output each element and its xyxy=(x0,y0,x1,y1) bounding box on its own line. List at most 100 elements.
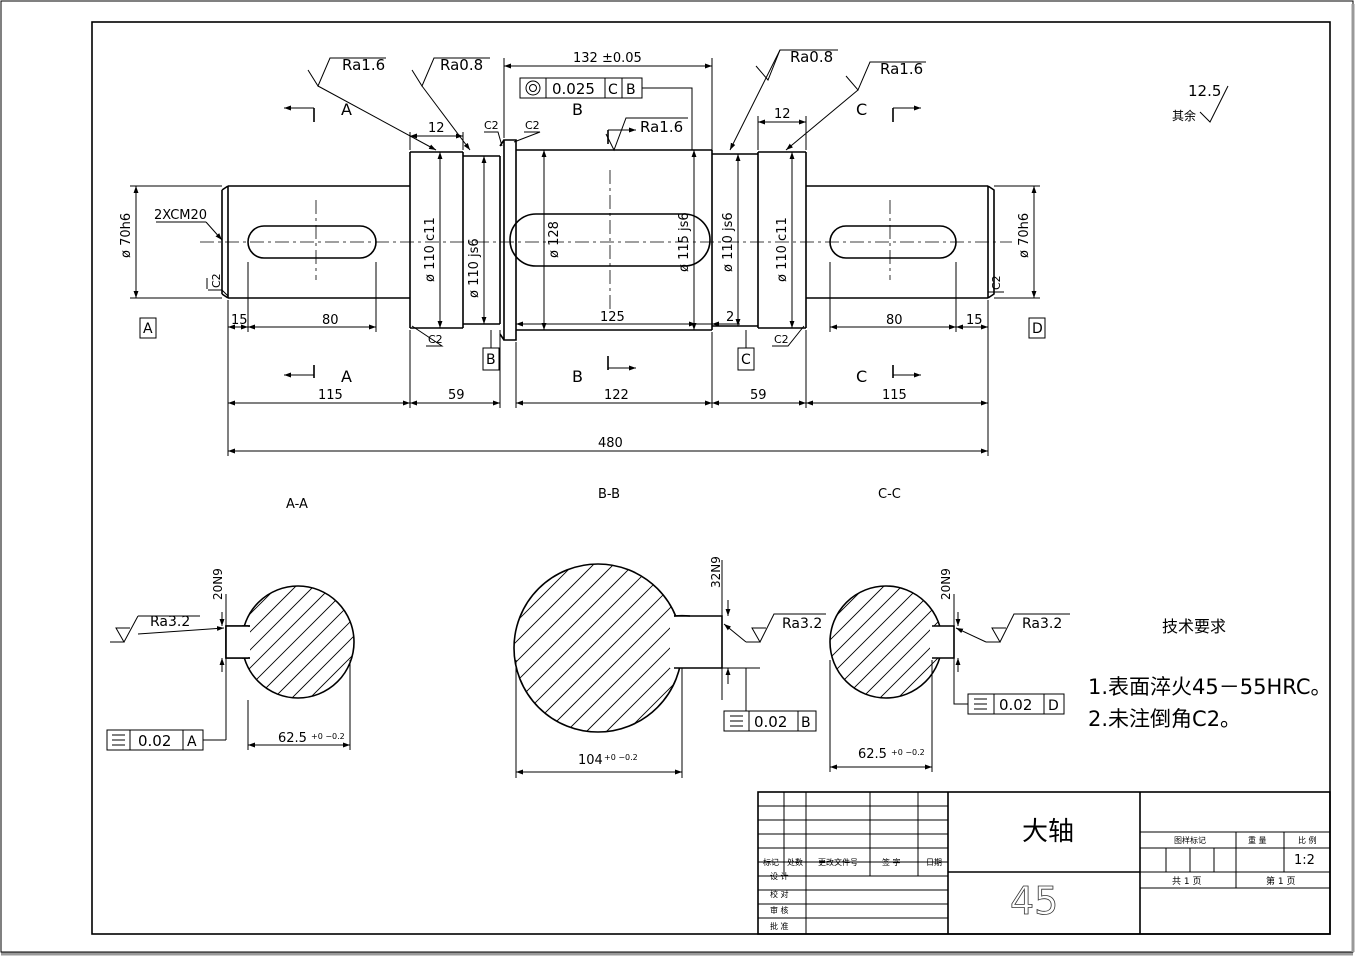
role-check: 校 对 xyxy=(770,889,789,899)
material: 45 xyxy=(1010,879,1058,923)
section-b-keywidth: 32N9 xyxy=(709,556,723,588)
hatch-line xyxy=(830,586,921,698)
section-c-view xyxy=(829,585,1070,772)
hatch-line xyxy=(514,564,515,732)
ra-gear-seat: Ra1.6 xyxy=(640,118,683,136)
datum-a: A xyxy=(143,321,153,337)
rev-col-mark: 标记 xyxy=(763,857,779,867)
hatch-line xyxy=(514,564,635,732)
dim-2: 2 xyxy=(726,310,734,325)
hatch-line xyxy=(565,564,682,732)
center-lines xyxy=(200,170,1012,310)
sheets-total: 共 1 页 xyxy=(1172,876,1201,887)
hatch-line xyxy=(897,586,942,698)
hatch-line xyxy=(545,564,682,732)
dim-115-right: 115 xyxy=(882,388,907,403)
coaxiality-ref-2: B xyxy=(626,82,636,98)
tech-req-line-1: 1.表面淬火45－55HRC。 xyxy=(1088,675,1331,699)
hatch-line xyxy=(273,586,354,698)
datum-d: D xyxy=(1032,321,1043,337)
datum-b: B xyxy=(486,352,496,368)
section-b-label: B-B xyxy=(598,487,620,502)
section-b-roughness: Ra3.2 xyxy=(782,616,822,632)
rev-col-sign: 签 字 xyxy=(882,857,901,867)
hatch-line xyxy=(525,564,682,732)
dim-115-left: 115 xyxy=(318,388,343,403)
hatch-line xyxy=(345,586,354,698)
role-approve: 批 准 xyxy=(770,921,789,931)
hatch-line xyxy=(830,586,885,698)
dim-80-right: 80 xyxy=(886,313,903,328)
title-block xyxy=(757,791,1331,935)
top-dimension-132 xyxy=(503,58,713,150)
section-a-roughness: Ra3.2 xyxy=(150,614,190,630)
chamfer-collar-left: C2 xyxy=(484,119,499,132)
hatch-line xyxy=(514,564,595,732)
header-weight: 重 量 xyxy=(1248,835,1267,845)
hatch-line xyxy=(291,586,354,698)
hatch-line xyxy=(830,586,903,698)
scale-value: 1:2 xyxy=(1294,853,1315,868)
dim-80-left: 80 xyxy=(322,313,339,328)
dia-collar: ø 128 xyxy=(547,221,562,258)
section-b-view xyxy=(513,560,826,778)
tech-req-heading: 技术要求 xyxy=(1162,617,1226,636)
hatch-line xyxy=(861,586,942,698)
tech-req-line-2: 2.未注倒角C2。 xyxy=(1088,707,1241,731)
chamfer-left-end: C2 xyxy=(210,273,223,288)
roughness-symbols-top xyxy=(307,49,1229,152)
dim-15-left: 15 xyxy=(231,313,248,328)
chamfer-collar-right: C2 xyxy=(525,119,540,132)
hatch-line xyxy=(242,586,279,698)
hatch-line xyxy=(242,586,333,698)
section-a-label: A-A xyxy=(286,497,308,512)
section-c-symmetry-datum: D xyxy=(1048,698,1059,714)
dia-left-end: ø 70h6 xyxy=(119,213,134,258)
role-design: 设 计 xyxy=(770,871,789,881)
section-a-keywidth: 20N9 xyxy=(211,568,225,600)
hatch-line xyxy=(242,586,315,698)
section-mark-c-top: C xyxy=(856,100,867,119)
section-b-symmetry-datum: B xyxy=(801,715,811,731)
section-c-label: C-C xyxy=(878,487,901,502)
ra-left-c11: Ra1.6 xyxy=(342,56,385,74)
hatch-line xyxy=(830,586,831,698)
dim-59-left: 59 xyxy=(448,388,465,403)
ra-right-c11: Ra1.6 xyxy=(880,60,923,78)
hatch-line xyxy=(514,564,675,732)
section-c-symmetry-value: 0.02 xyxy=(999,696,1032,714)
dim-132-tolerance: 132 ±0.05 xyxy=(573,51,642,66)
section-a-view xyxy=(106,585,355,751)
dim-15-right: 15 xyxy=(966,313,983,328)
section-a-symmetry-value: 0.02 xyxy=(138,732,171,750)
section-cut-lines xyxy=(284,105,921,378)
diameter-dimension-lines xyxy=(130,150,1040,330)
header-scale: 比 例 xyxy=(1298,835,1317,845)
dim-480-total: 480 xyxy=(598,436,623,451)
section-mark-c-bottom: C xyxy=(856,367,867,386)
dia-right-end: ø 70h6 xyxy=(1017,213,1032,258)
dia-gear-seat: ø 115 js6 xyxy=(677,212,692,272)
rev-col-docno: 更改文件号 xyxy=(818,857,858,867)
role-review: 审 核 xyxy=(770,905,789,915)
general-roughness-label: 其余 xyxy=(1172,108,1196,123)
dim-125: 125 xyxy=(600,310,625,325)
coaxiality-frame xyxy=(519,77,693,150)
coaxiality-ref-1: C xyxy=(608,82,618,98)
hatch-line xyxy=(242,586,351,698)
dim-12-left: 12 xyxy=(428,121,445,136)
general-roughness-value: 12.5 xyxy=(1188,82,1221,100)
dim-122: 122 xyxy=(604,388,629,403)
sheet-number: 第 1 页 xyxy=(1266,875,1295,887)
section-mark-b-bottom: B xyxy=(572,367,583,386)
hatch-line xyxy=(309,586,354,698)
hatch-line xyxy=(830,586,867,698)
header-drawing-mark: 图样标记 xyxy=(1174,835,1206,845)
ra-left-js6: Ra0.8 xyxy=(440,56,483,74)
hatch-line xyxy=(830,586,939,698)
section-c-roughness: Ra3.2 xyxy=(1022,616,1062,632)
hatch-line xyxy=(242,586,297,698)
datum-c: C xyxy=(741,352,751,368)
